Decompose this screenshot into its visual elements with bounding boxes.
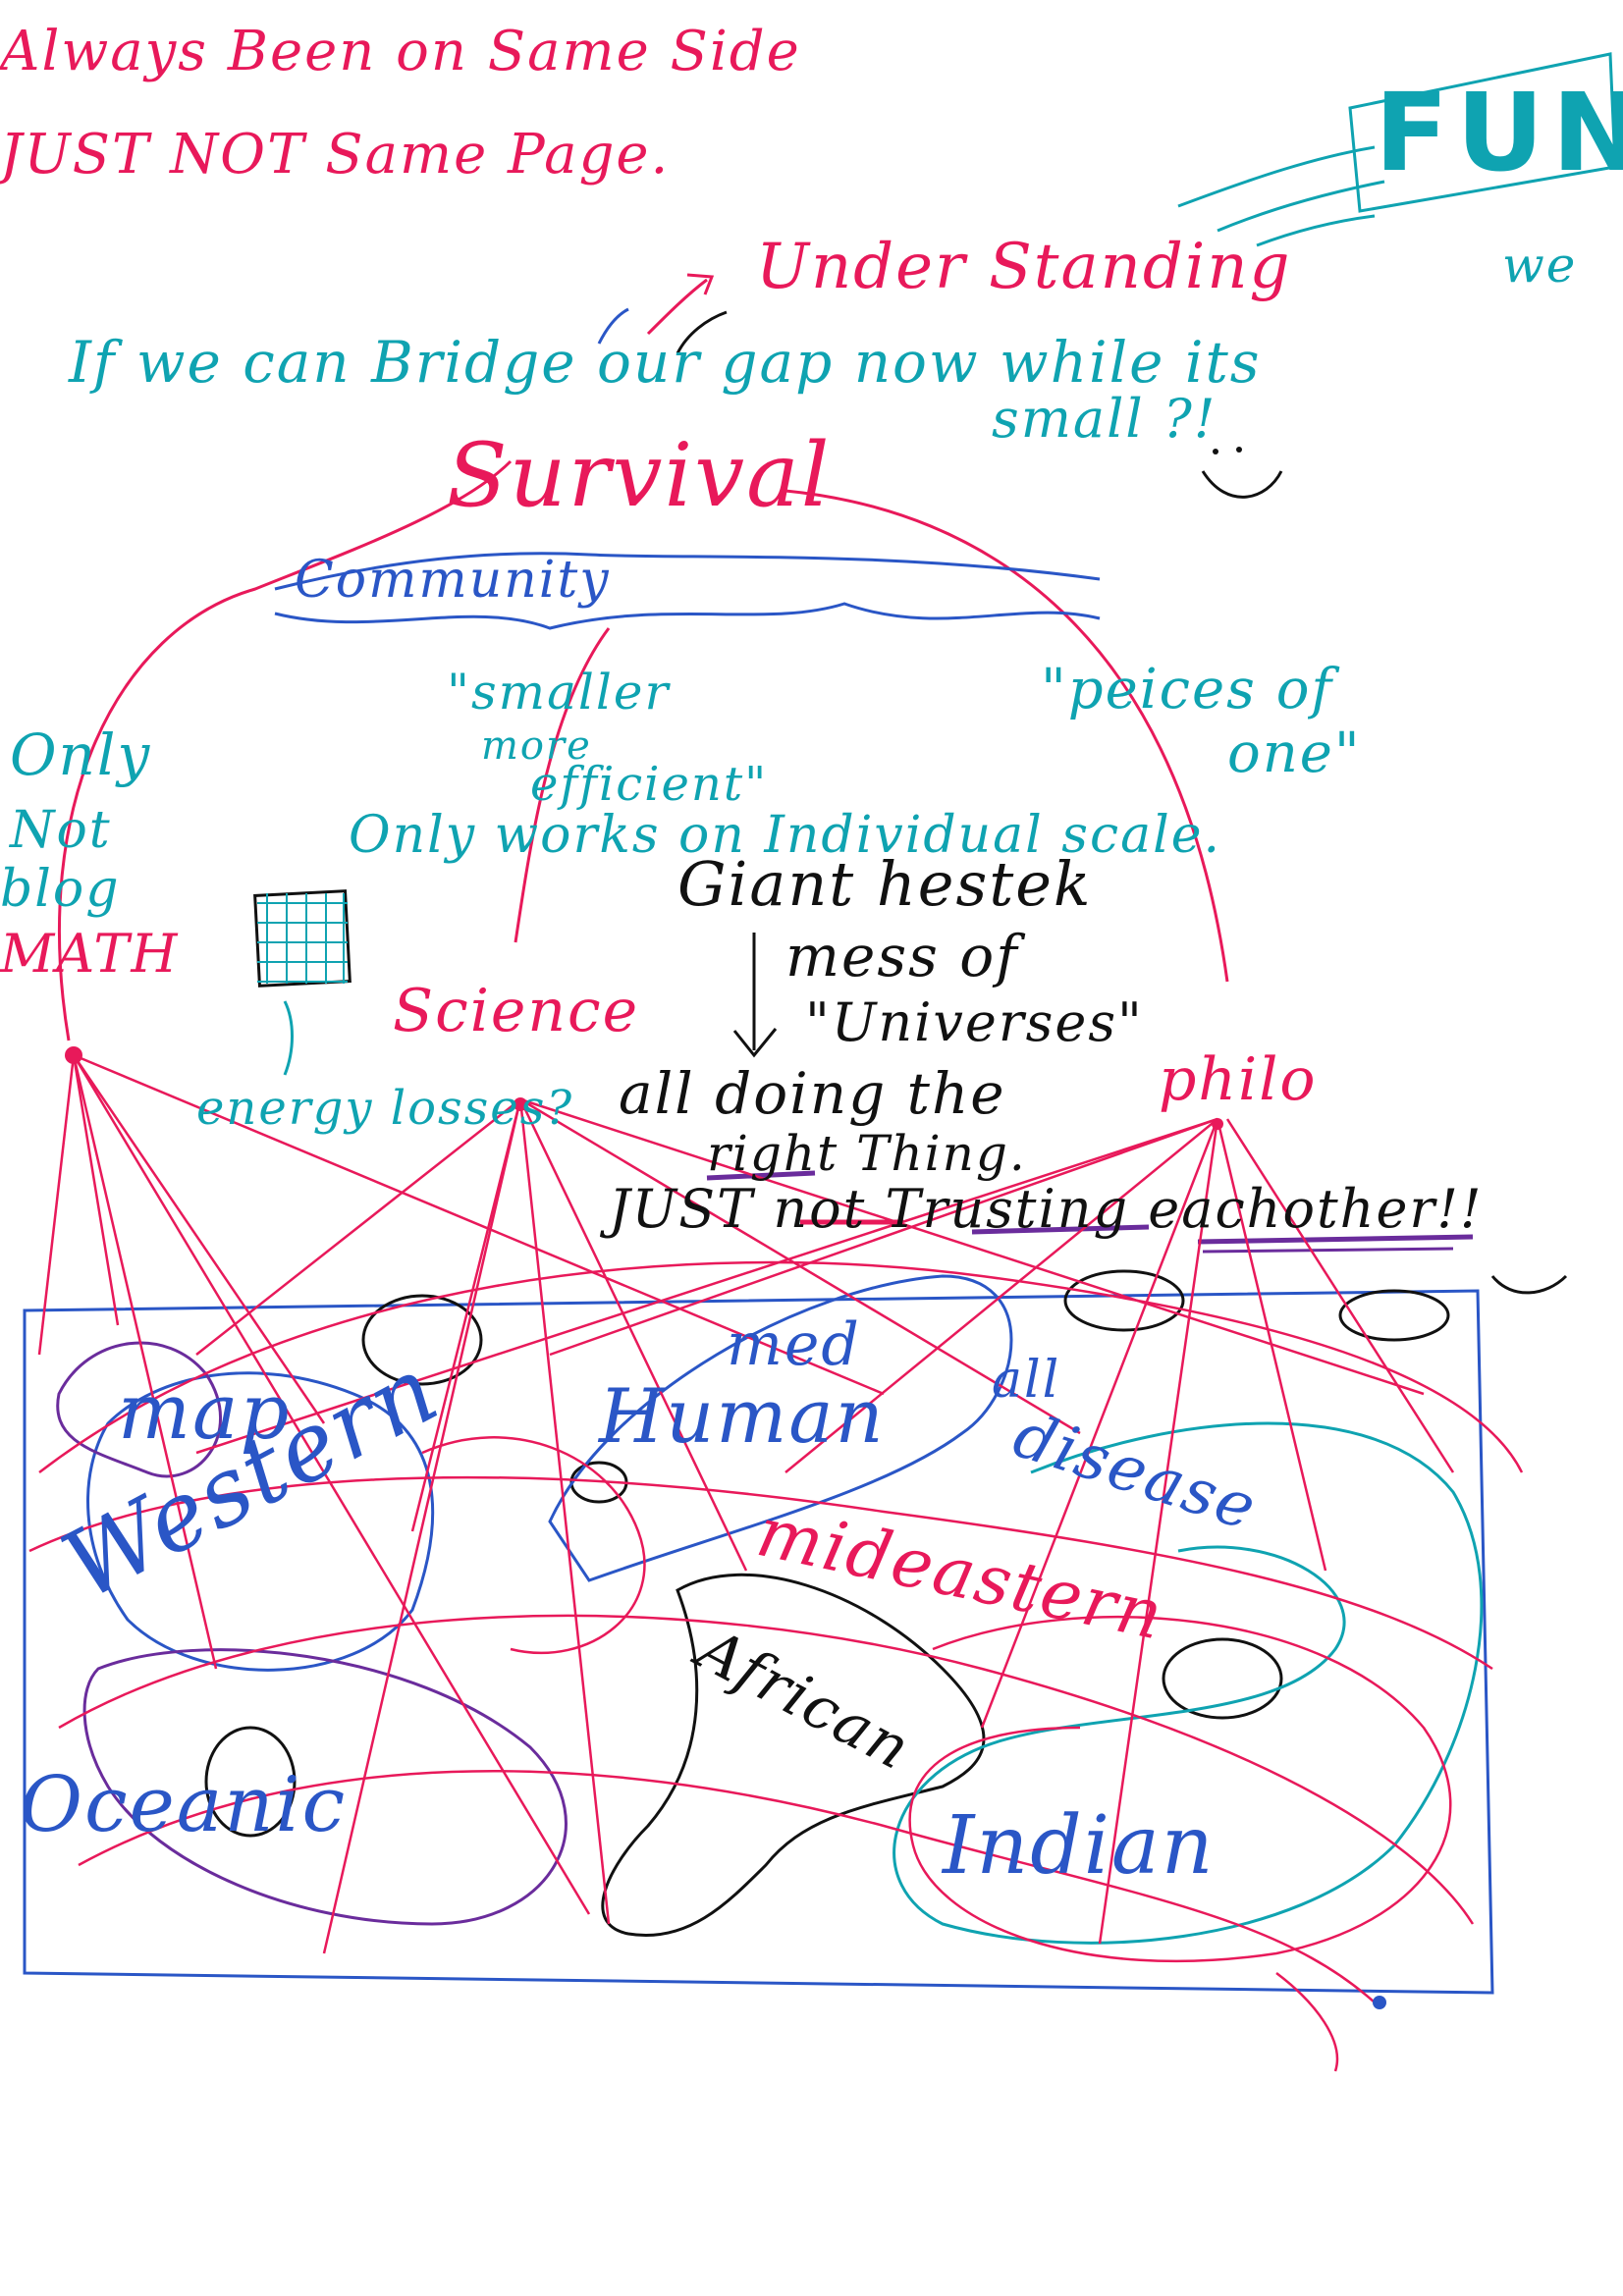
- region-med: med: [727, 1310, 861, 1379]
- note-not: Not: [10, 801, 112, 860]
- note-mess-of: mess of: [785, 923, 1019, 989]
- note-one: one": [1227, 721, 1362, 785]
- note-blog: blog: [0, 860, 121, 919]
- note-philo: philo: [1159, 1045, 1318, 1114]
- note-pieces-of: "peices of: [1041, 658, 1334, 721]
- note-bridge-gap: If we can Bridge our gap now while its: [69, 329, 1262, 396]
- note-community: Community: [295, 551, 611, 610]
- region-all: all: [992, 1351, 1061, 1410]
- note-more: more: [481, 723, 592, 769]
- note-math: MATH: [0, 923, 180, 985]
- note-universes: "Universes": [805, 991, 1144, 1053]
- note-understanding: Under Standing: [756, 231, 1292, 303]
- region-human: Human: [599, 1372, 886, 1460]
- region-oceanic: Oceanic: [20, 1761, 348, 1849]
- note-all-doing: all doing the: [619, 1060, 1006, 1127]
- note-not-trusting: JUST not Trusting eachother!!: [609, 1178, 1484, 1240]
- note-individual-scale: Only works on Individual scale.: [349, 806, 1222, 865]
- note-giant-hestek: Giant hestek: [677, 848, 1093, 920]
- region-indian: Indian: [943, 1799, 1216, 1893]
- note-not-same-page: JUST NOT Same Page.: [0, 123, 671, 187]
- smiley-icon-2: [1490, 1274, 1568, 1295]
- note-smaller: "smaller: [447, 664, 671, 721]
- note-energy-losses: energy losses?: [196, 1081, 574, 1136]
- note-always-same-side: Always Been on Same Side: [0, 20, 801, 83]
- hatched-square-icon: [253, 889, 352, 988]
- note-only: Only: [10, 721, 152, 788]
- note-right-thing: right Thing.: [707, 1125, 1027, 1182]
- note-we: we: [1502, 237, 1578, 294]
- note-survival: Survival: [447, 424, 832, 527]
- smiley-icon: [1201, 447, 1283, 499]
- note-small: small ?!: [992, 388, 1217, 450]
- note-science: Science: [393, 977, 640, 1045]
- note-efficient: efficient": [530, 757, 769, 812]
- region-map: map: [118, 1368, 292, 1457]
- fun-box-text: FUN: [1375, 70, 1623, 195]
